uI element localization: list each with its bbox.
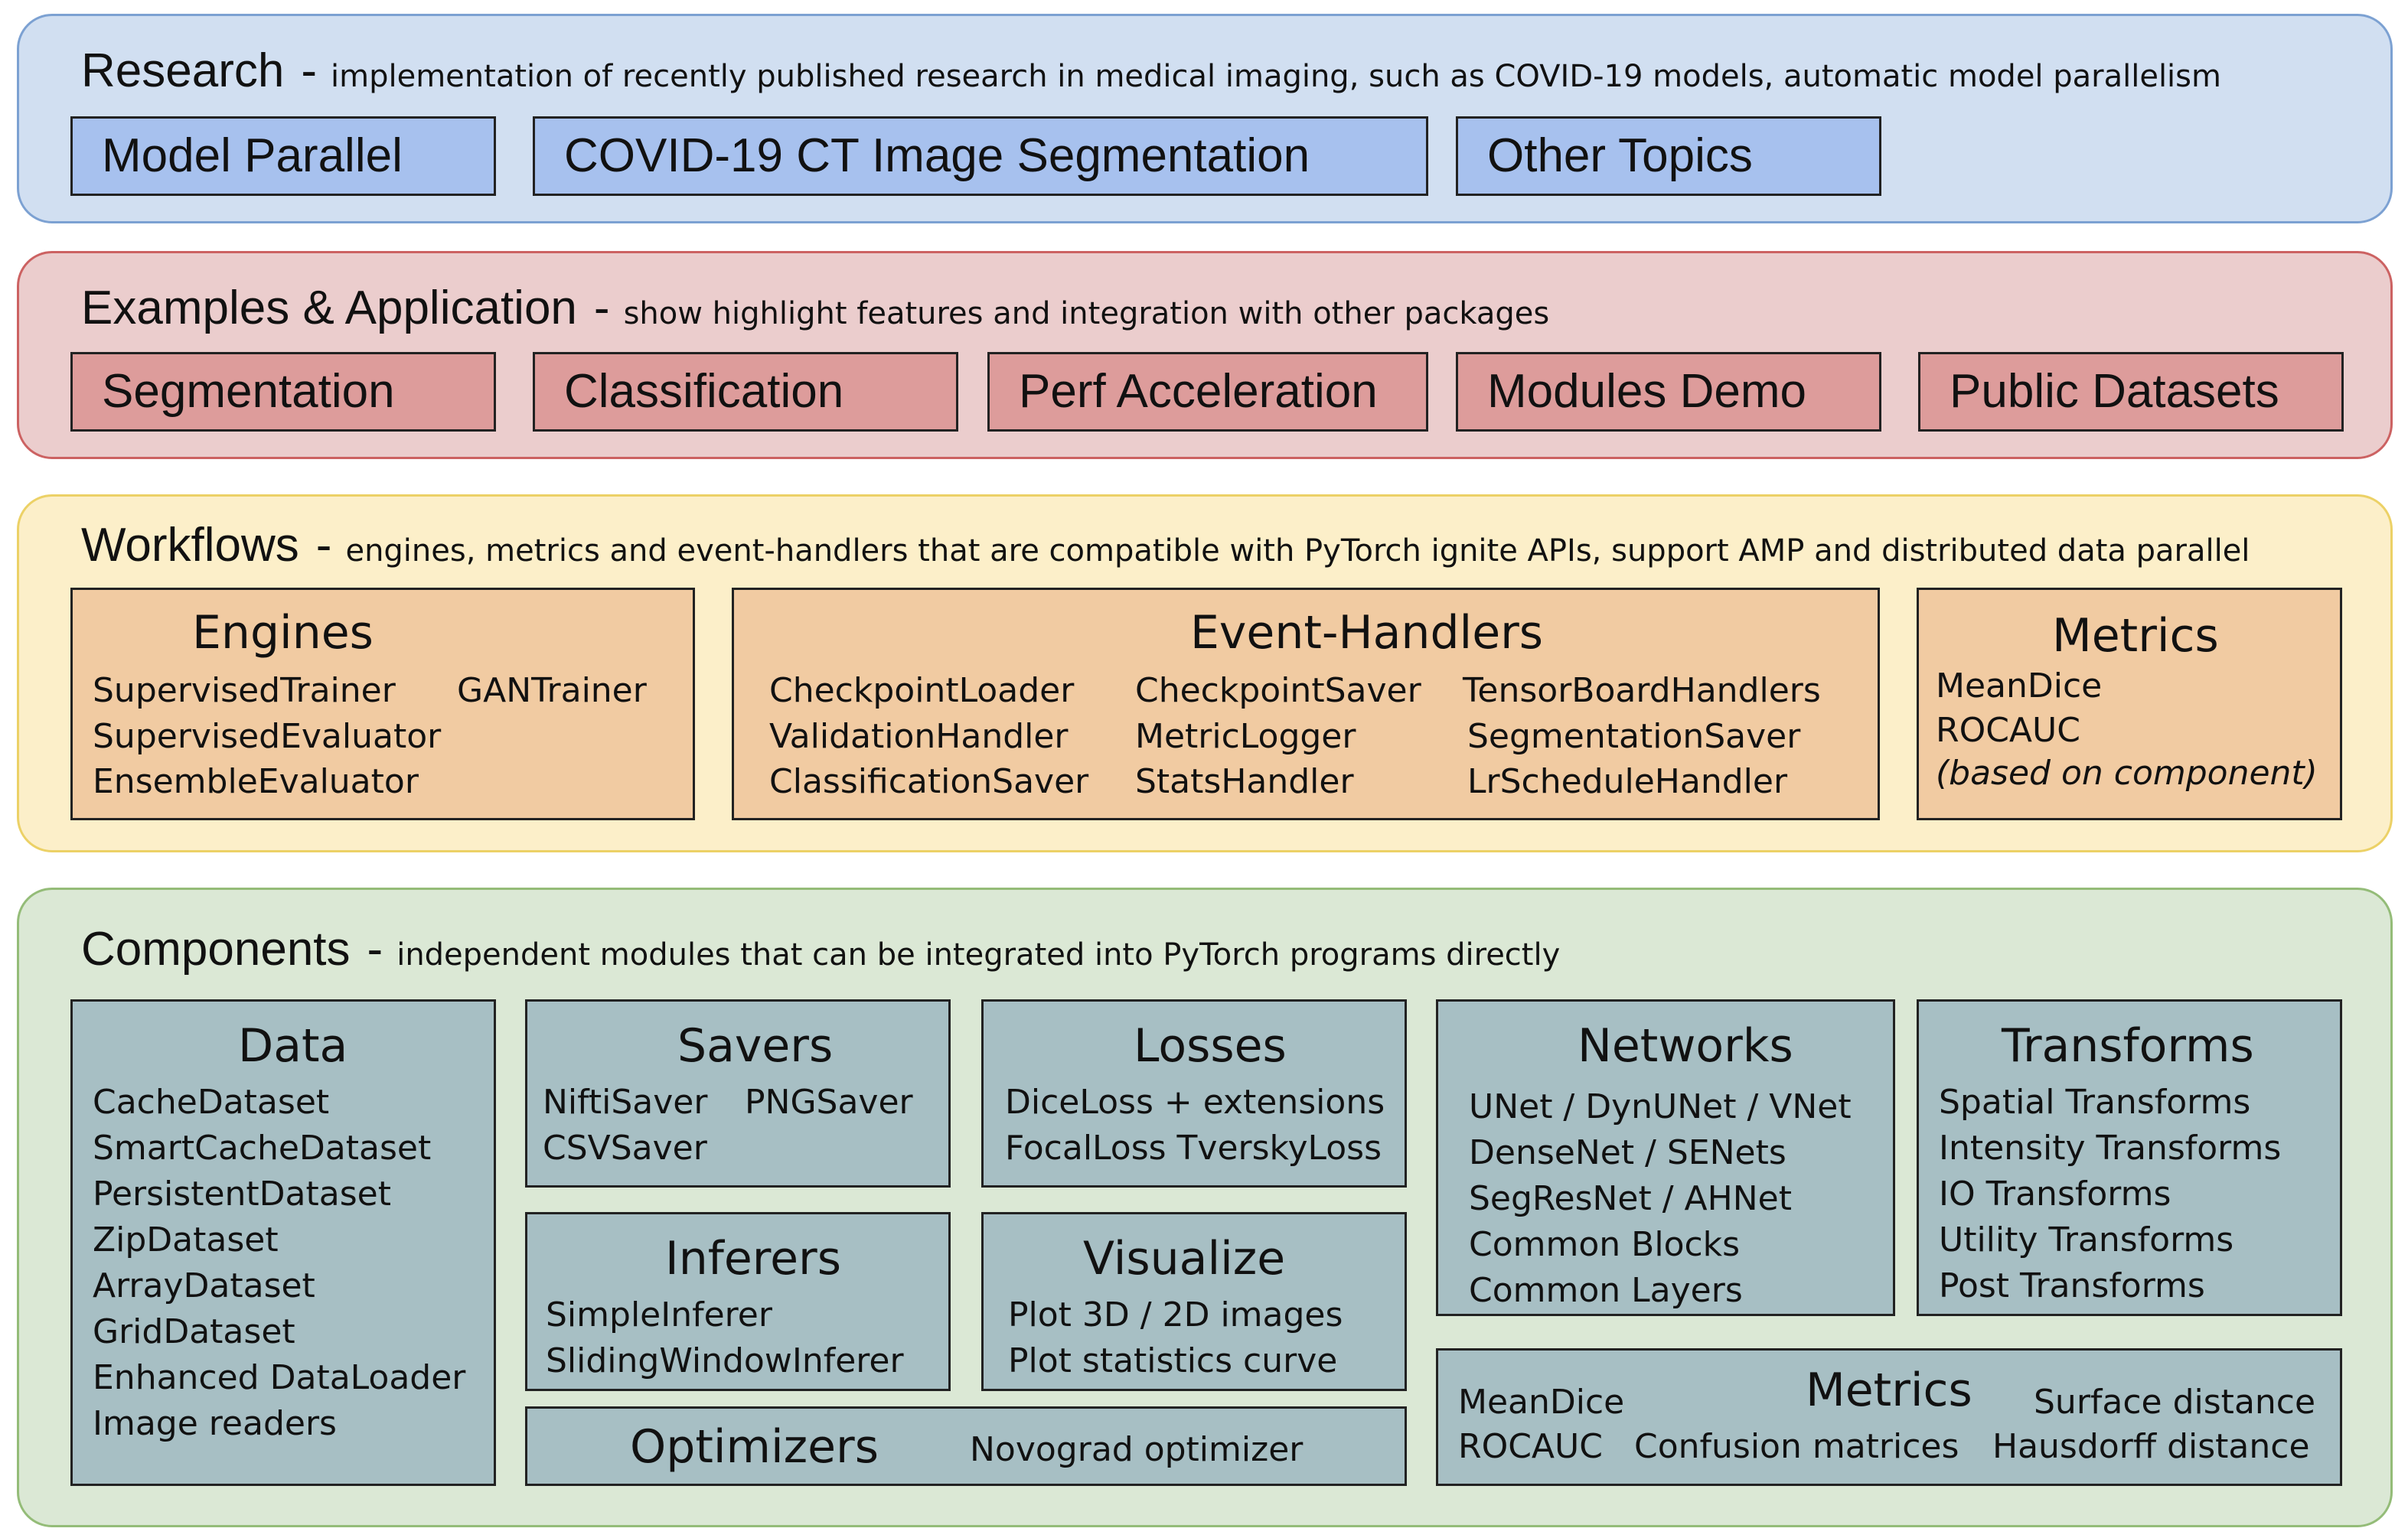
networks-box: Networks UNet / DynUNet / VNet DenseNet … [1436,999,1895,1316]
examples-separator: - [593,282,610,334]
workflows-heading: Workflows-engines, metrics and event-han… [81,522,2250,569]
component-metric-item: ROCAUC [1458,1427,1603,1466]
research-title: Research [81,44,285,97]
research-item-model-parallel: Model Parallel [70,116,496,196]
inferers-item: SlidingWindowInferer [546,1341,904,1380]
savers-item: PNGSaver [745,1083,913,1122]
transforms-title: Transforms [2002,1019,2254,1073]
components-title: Components [81,923,351,976]
visualize-item: Plot 3D / 2D images [1008,1295,1343,1334]
engines-item: SupervisedTrainer [93,671,396,710]
visualize-title: Visualize [1083,1232,1286,1285]
data-item: SmartCacheDataset [93,1129,432,1168]
data-title: Data [238,1019,348,1073]
workflow-metric-item: MeanDice [1936,666,2103,705]
research-description: implementation of recently published res… [331,59,2221,94]
engines-item: SupervisedEvaluator [93,717,442,756]
examples-item-public-datasets: Public Datasets [1918,352,2344,432]
transforms-item: Spatial Transforms [1939,1083,2251,1122]
data-item: PersistentDataset [93,1175,391,1214]
data-box: Data CacheDataset SmartCacheDataset Pers… [70,999,496,1486]
networks-item: Common Blocks [1469,1225,1741,1264]
transforms-item: Post Transforms [1939,1266,2205,1305]
optimizers-item: Novograd optimizer [970,1430,1304,1469]
event-handlers-box: Event-Handlers CheckpointLoader Checkpoi… [732,588,1880,820]
savers-item: NiftiSaver [543,1083,708,1122]
workflow-metrics-box: Metrics MeanDice ROCAUC (based on compon… [1917,588,2342,820]
visualize-box: Visualize Plot 3D / 2D images Plot stati… [981,1212,1407,1391]
event-handler-item: ClassificationSaver [769,762,1089,801]
transforms-item: Utility Transforms [1939,1220,2234,1259]
losses-box: Losses DiceLoss + extensions FocalLoss T… [981,999,1407,1188]
components-description: independent modules that can be integrat… [396,937,1561,973]
inferers-title: Inferers [665,1232,841,1285]
workflows-separator: - [315,519,332,572]
component-metrics-title: Metrics [1806,1364,1972,1417]
examples-description: show highlight features and integration … [623,296,1550,331]
component-metric-item: Hausdorff distance [1992,1427,2310,1466]
workflow-metric-item: ROCAUC [1936,711,2080,750]
component-metric-item: MeanDice [1458,1383,1625,1422]
components-separator: - [367,923,383,976]
losses-title: Losses [1134,1019,1287,1073]
event-handler-item: TensorBoardHandlers [1463,671,1821,710]
savers-box: Savers NiftiSaver PNGSaver CSVSaver [525,999,951,1188]
event-handler-item: MetricLogger [1135,717,1356,756]
networks-item: SegResNet / AHNet [1469,1179,1792,1218]
losses-item: DiceLoss + extensions [1005,1083,1385,1122]
engines-title: Engines [192,606,374,660]
engines-item: EnsembleEvaluator [93,762,419,801]
examples-item-segmentation: Segmentation [70,352,496,432]
transforms-item: Intensity Transforms [1939,1129,2282,1168]
event-handler-item: CheckpointLoader [769,671,1075,710]
component-metrics-box: Metrics MeanDice Surface distance ROCAUC… [1436,1348,2342,1486]
inferers-item: SimpleInferer [546,1295,772,1334]
workflows-description: engines, metrics and event-handlers that… [345,533,2250,569]
research-item-other-topics: Other Topics [1456,116,1881,196]
networks-title: Networks [1578,1019,1793,1073]
examples-item-perf-acceleration: Perf Acceleration [987,352,1428,432]
event-handlers-title: Event-Handlers [1190,606,1544,660]
event-handler-item: StatsHandler [1135,762,1354,801]
component-metric-item: Confusion matrices [1634,1427,1959,1466]
research-heading: Research-implementation of recently publ… [81,47,2221,95]
examples-item-modules-demo: Modules Demo [1456,352,1881,432]
workflow-metrics-note: (based on component) [1936,754,2318,793]
research-item-covid19-ct-segmentation: COVID-19 CT Image Segmentation [533,116,1428,196]
data-item: CacheDataset [93,1083,330,1122]
data-item: GridDataset [93,1312,295,1351]
engines-box: Engines SupervisedTrainer GANTrainer Sup… [70,588,695,820]
data-item: Image readers [93,1404,337,1443]
networks-item: UNet / DynUNet / VNet [1469,1087,1852,1126]
component-metric-item: Surface distance [2034,1383,2316,1422]
event-handler-item: CheckpointSaver [1135,671,1421,710]
event-handler-item: SegmentationSaver [1467,717,1801,756]
workflow-metrics-title: Metrics [2052,609,2219,663]
research-separator: - [301,44,318,97]
examples-title: Examples & Application [81,282,577,334]
examples-item-classification: Classification [533,352,958,432]
transforms-item: IO Transforms [1939,1175,2171,1214]
savers-item: CSVSaver [543,1129,707,1168]
optimizers-title: Optimizers [630,1420,879,1474]
inferers-box: Inferers SimpleInferer SlidingWindowInfe… [525,1212,951,1391]
losses-item: FocalLoss TverskyLoss [1005,1129,1382,1168]
transforms-box: Transforms Spatial Transforms Intensity … [1917,999,2342,1316]
optimizers-box: Optimizers Novograd optimizer [525,1406,1407,1486]
event-handler-item: ValidationHandler [769,717,1069,756]
workflows-title: Workflows [81,519,299,572]
data-item: ArrayDataset [93,1266,315,1305]
savers-title: Savers [677,1019,834,1073]
networks-item: DenseNet / SENets [1469,1133,1786,1172]
data-item: Enhanced DataLoader [93,1358,466,1397]
visualize-item: Plot statistics curve [1008,1341,1338,1380]
event-handler-item: LrScheduleHandler [1467,762,1788,801]
engines-item: GANTrainer [457,671,647,710]
components-heading: Components-independent modules that can … [81,926,1560,973]
examples-heading: Examples & Application-show highlight fe… [81,285,1549,332]
networks-item: Common Layers [1469,1271,1743,1310]
data-item: ZipDataset [93,1220,279,1259]
